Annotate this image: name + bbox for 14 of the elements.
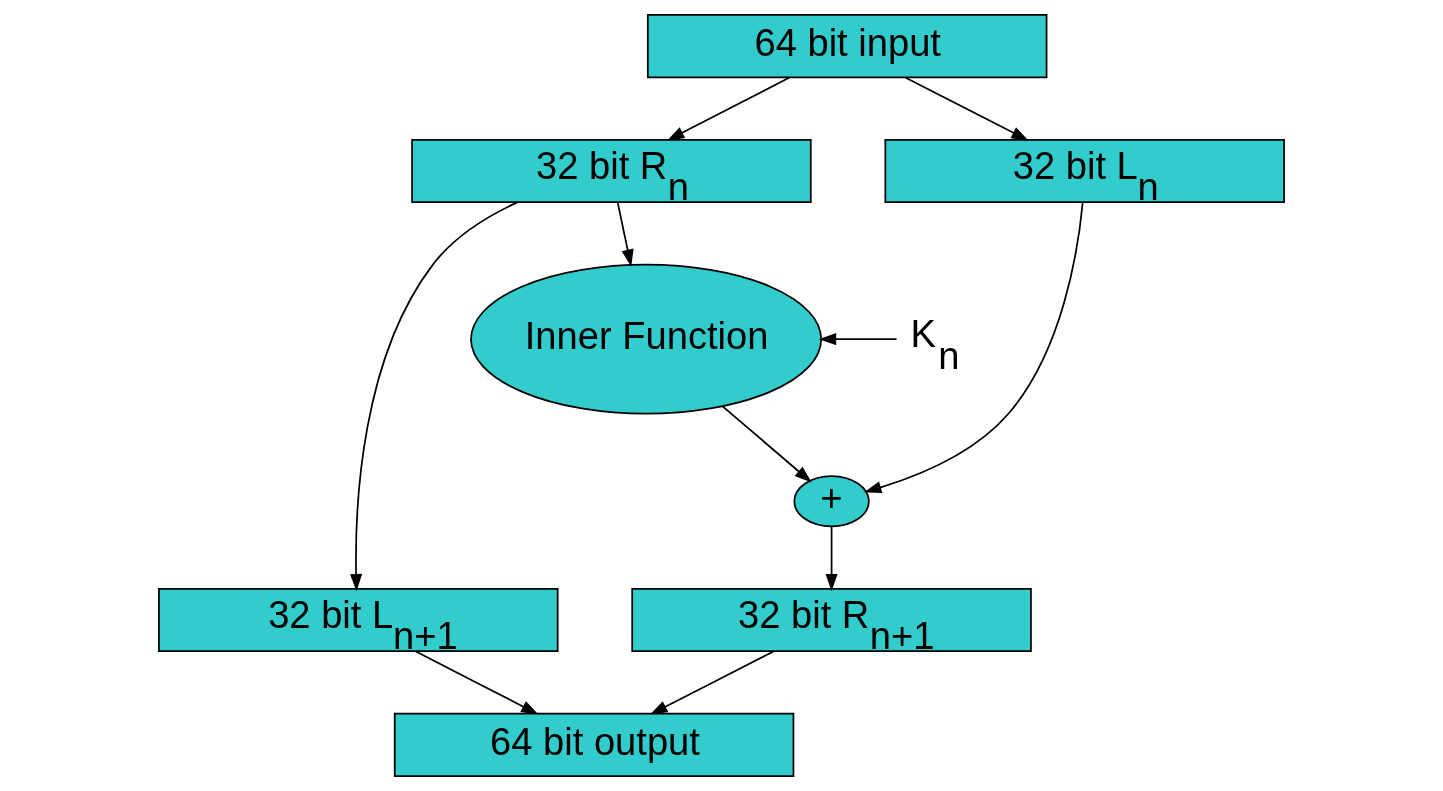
arrow (818, 333, 898, 346)
arrow (350, 201, 519, 592)
node-box: 64 bit input (646, 14, 1048, 79)
arrow (616, 202, 634, 267)
node-ellipse: Inner Function (470, 263, 823, 415)
arrow (825, 526, 838, 592)
arrow (415, 650, 539, 715)
arrow (667, 76, 791, 141)
arrow (904, 76, 1029, 141)
arrow (650, 650, 775, 715)
arrow (864, 201, 1084, 494)
node-box: 64 bit output (393, 712, 795, 777)
node-ellipse: + (793, 475, 870, 528)
arrow (721, 405, 812, 483)
